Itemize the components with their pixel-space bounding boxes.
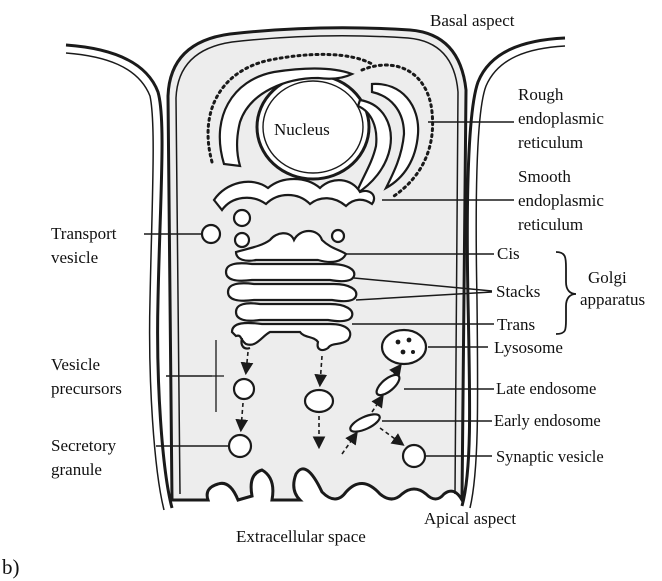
vesicle-precursor-1 <box>234 379 254 399</box>
label-extracellular-space: Extracellular space <box>236 527 366 546</box>
label-trans: Trans <box>497 315 535 334</box>
label-vesicle-precursors-line2: precursors <box>51 379 122 398</box>
label-early-endosome: Early endosome <box>494 411 601 430</box>
label-smooth-er-line2: endoplasmic <box>518 191 604 210</box>
smooth-er-vesicle <box>234 210 250 226</box>
golgi-stack-2 <box>228 283 356 301</box>
label-rough-er-line1: Rough <box>518 85 564 104</box>
label-basal-aspect: Basal aspect <box>430 11 515 30</box>
label-transport-vesicle: Transport vesicle <box>51 224 121 267</box>
label-lysosome: Lysosome <box>494 338 563 357</box>
label-vesicle-precursors-line1: Vesicle <box>51 355 100 374</box>
label-late-endosome: Late endosome <box>496 379 596 398</box>
label-rough-er-line2: endoplasmic <box>518 109 604 128</box>
lysosome-granule-1 <box>396 340 401 345</box>
label-transport-vesicle-line1: Transport <box>51 224 117 243</box>
label-cis: Cis <box>497 244 520 263</box>
label-stacks: Stacks <box>496 282 540 301</box>
label-synaptic-vesicle: Synaptic vesicle <box>496 447 604 466</box>
er-golgi-vesicle <box>235 233 249 247</box>
label-golgi-line2: apparatus <box>580 290 645 309</box>
label-smooth-er: Smooth endoplasmic reticulum <box>518 167 608 234</box>
golgi-stack-1 <box>226 263 354 281</box>
lysosome-granule-2 <box>407 338 412 343</box>
golgi-stack-3 <box>236 303 352 321</box>
label-secretory-granule: Secretory granule <box>51 436 120 479</box>
synaptic-vesicle <box>403 445 425 467</box>
golgi-brace <box>556 252 576 334</box>
lysosome-granule-4 <box>411 350 415 354</box>
label-nucleus: Nucleus <box>274 120 330 139</box>
secretory-granule <box>229 435 251 457</box>
label-apical-aspect: Apical aspect <box>424 509 516 528</box>
lysosome <box>382 330 426 364</box>
vesicle-precursor-2 <box>305 390 333 412</box>
label-transport-vesicle-line2: vesicle <box>51 248 98 267</box>
label-secretory-granule-line2: granule <box>51 460 102 479</box>
label-rough-er-line3: reticulum <box>518 133 583 152</box>
lysosome-granule-3 <box>401 350 406 355</box>
er-golgi-vesicle-2 <box>332 230 344 242</box>
label-vesicle-precursors: Vesicle precursors <box>51 355 122 398</box>
label-smooth-er-line1: Smooth <box>518 167 571 186</box>
transport-vesicle <box>202 225 220 243</box>
label-golgi-apparatus: Golgi apparatus <box>580 268 645 309</box>
label-smooth-er-line3: reticulum <box>518 215 583 234</box>
label-golgi-line1: Golgi <box>588 268 627 287</box>
label-secretory-granule-line1: Secretory <box>51 436 117 455</box>
label-rough-er: Rough endoplasmic reticulum <box>518 85 608 152</box>
panel-label: b) <box>2 555 20 579</box>
